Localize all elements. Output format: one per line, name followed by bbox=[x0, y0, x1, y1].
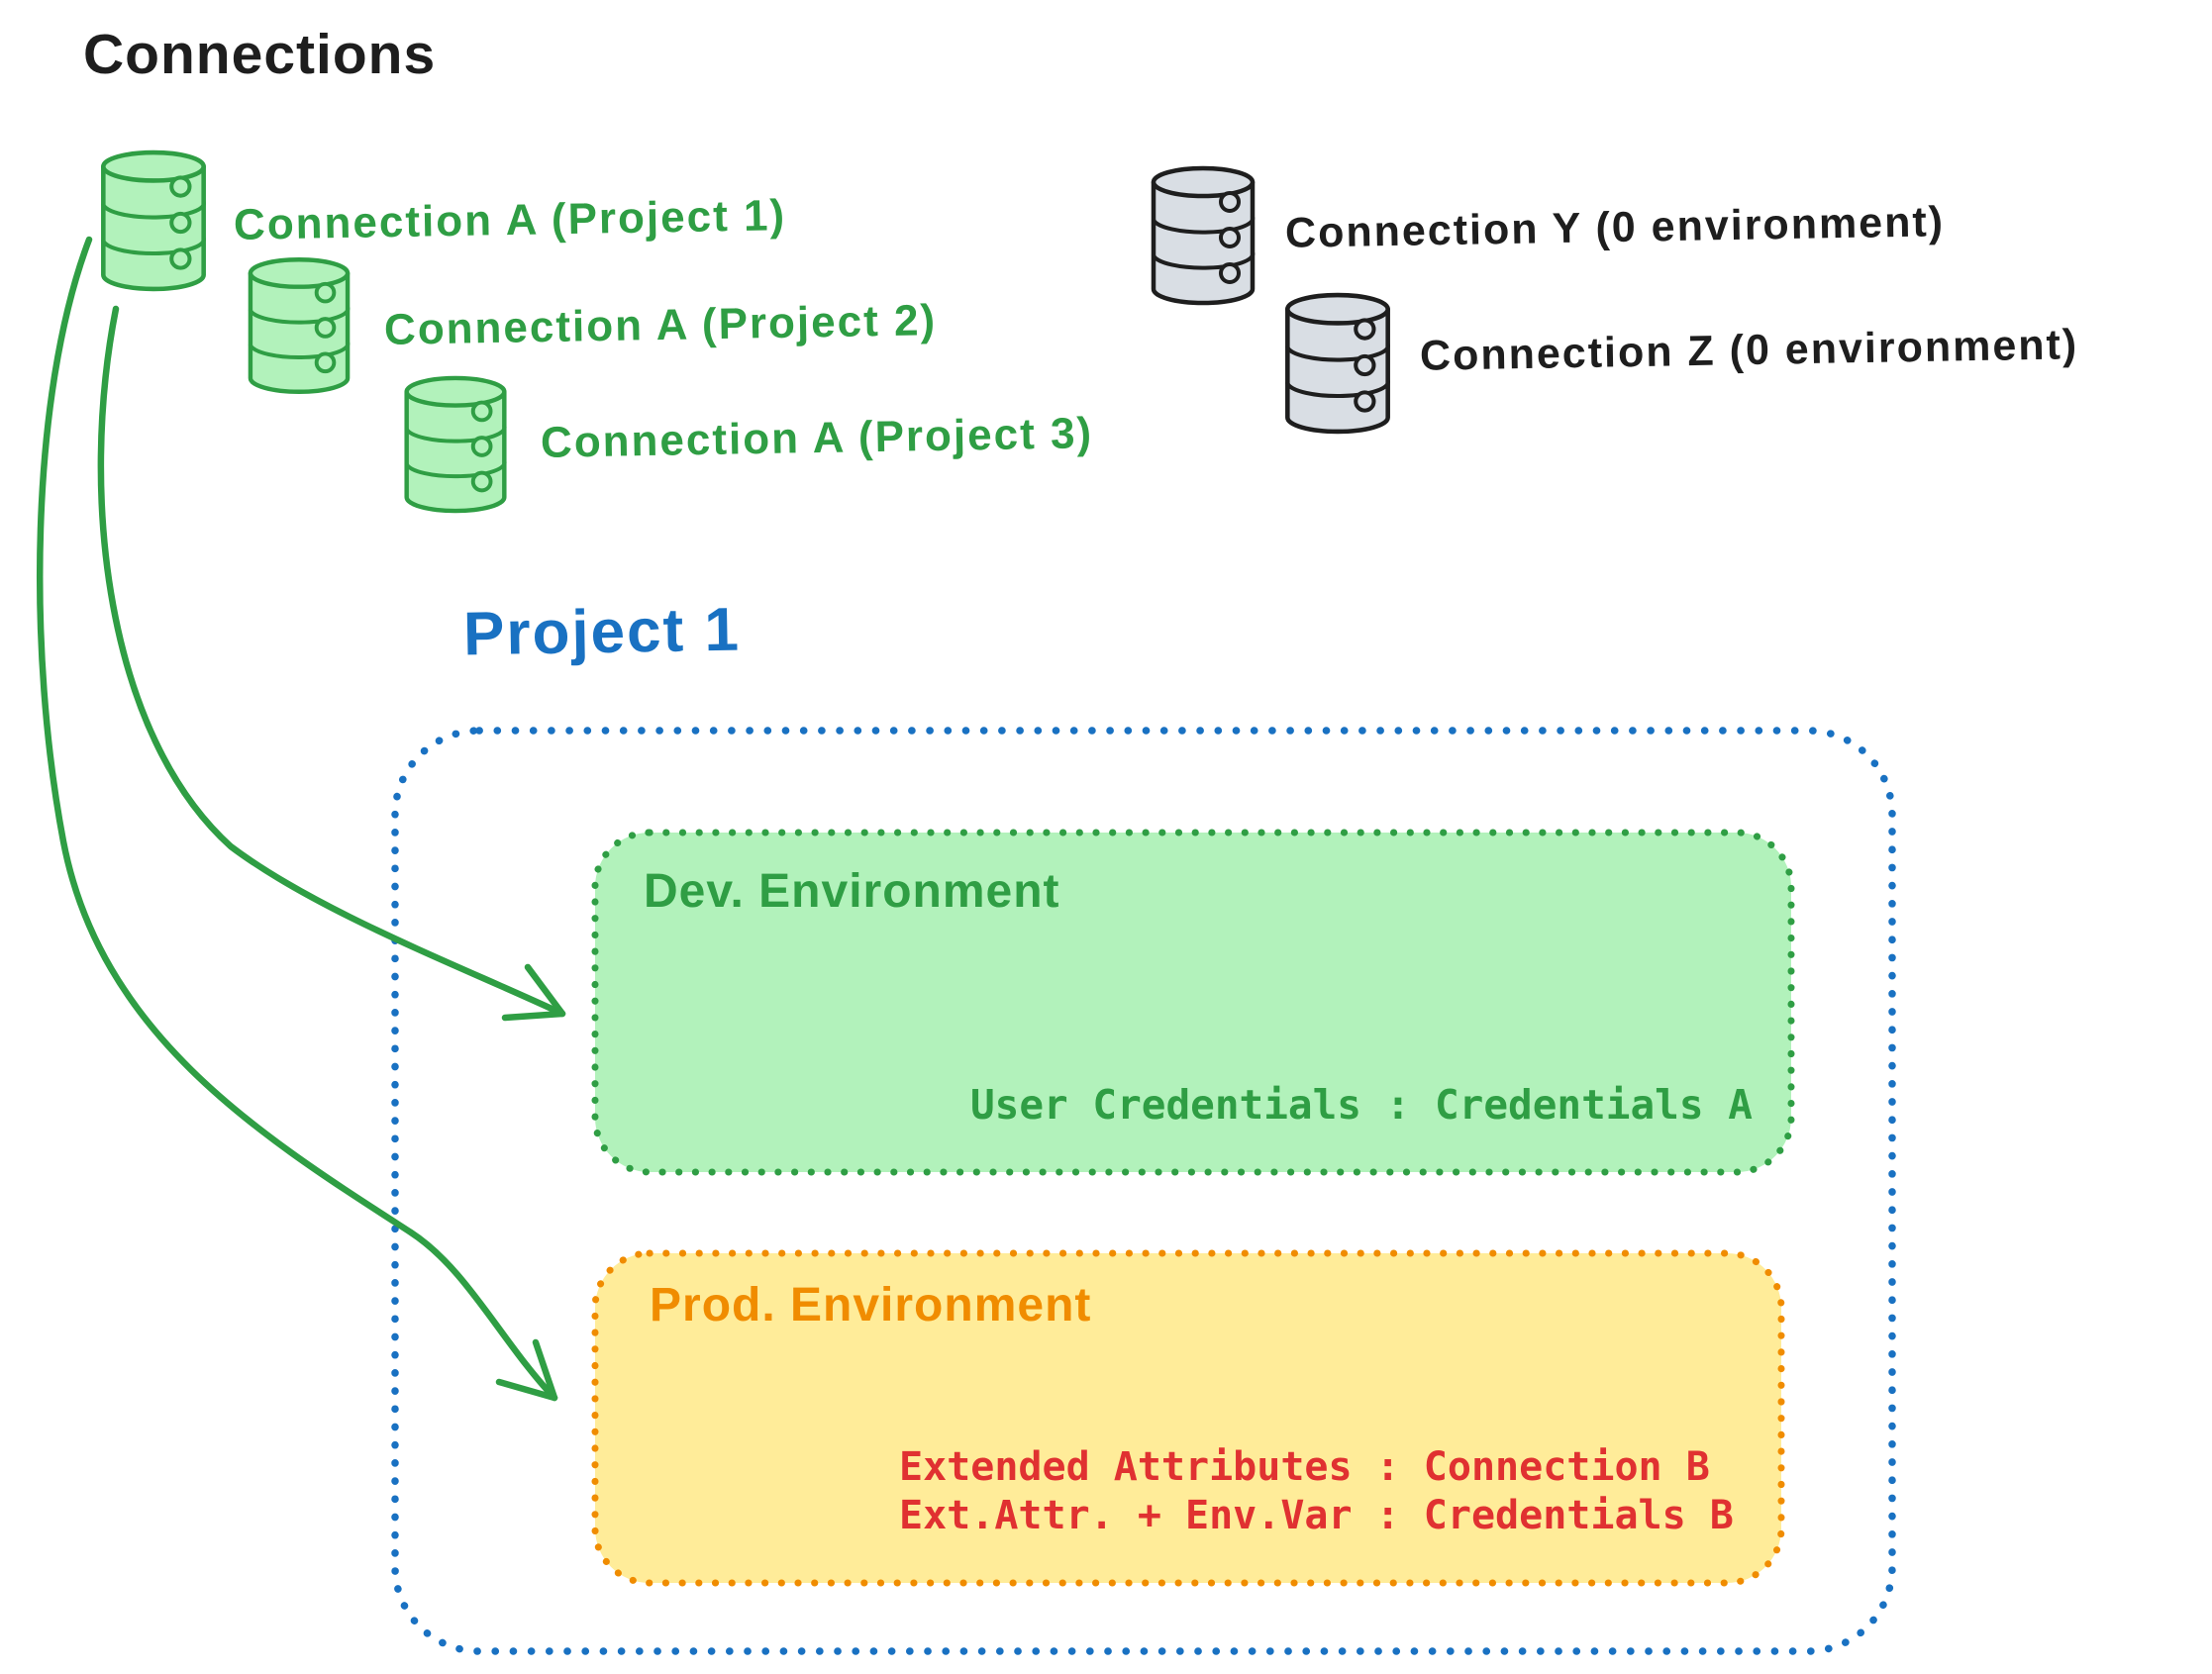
dev-environment-title: Dev. Environment bbox=[644, 865, 1060, 918]
prod-environment-credentials-mapping: Extended Attributes : Connection B Ext.A… bbox=[899, 1443, 1734, 1540]
connection-a-project-1-label: Connection A (Project 1) bbox=[233, 191, 787, 249]
prod-mapping-line-1: Extended Attributes : Connection B bbox=[899, 1444, 1710, 1490]
arrow-to-dev-environment bbox=[97, 305, 566, 1022]
database-icon-connection-a-project-3 bbox=[406, 377, 505, 512]
arrow-to-prod-environment bbox=[37, 236, 558, 1402]
database-icon-connection-a-project-2 bbox=[250, 259, 349, 392]
database-icon-connection-a-project-1 bbox=[103, 152, 204, 289]
project-1-title: Project 1 bbox=[462, 595, 742, 669]
connections-title: Connections bbox=[83, 23, 437, 86]
dev-environment-credentials-mapping: User Credentials : Credentials A bbox=[970, 1081, 1753, 1129]
connection-a-project-3-label: Connection A (Project 3) bbox=[540, 409, 1094, 467]
prod-mapping-line-2: Ext.Attr. + Env.Var : Credentials B bbox=[899, 1493, 1734, 1538]
dev-environment-box bbox=[591, 829, 1795, 1176]
connection-a-project-2-label: Connection A (Project 2) bbox=[383, 296, 938, 354]
project-1-box bbox=[391, 727, 1896, 1655]
prod-environment-box bbox=[591, 1249, 1785, 1587]
prod-environment-title: Prod. Environment bbox=[650, 1279, 1092, 1331]
database-icon-connection-z bbox=[1287, 295, 1388, 432]
database-icon-connection-y bbox=[1154, 168, 1254, 303]
